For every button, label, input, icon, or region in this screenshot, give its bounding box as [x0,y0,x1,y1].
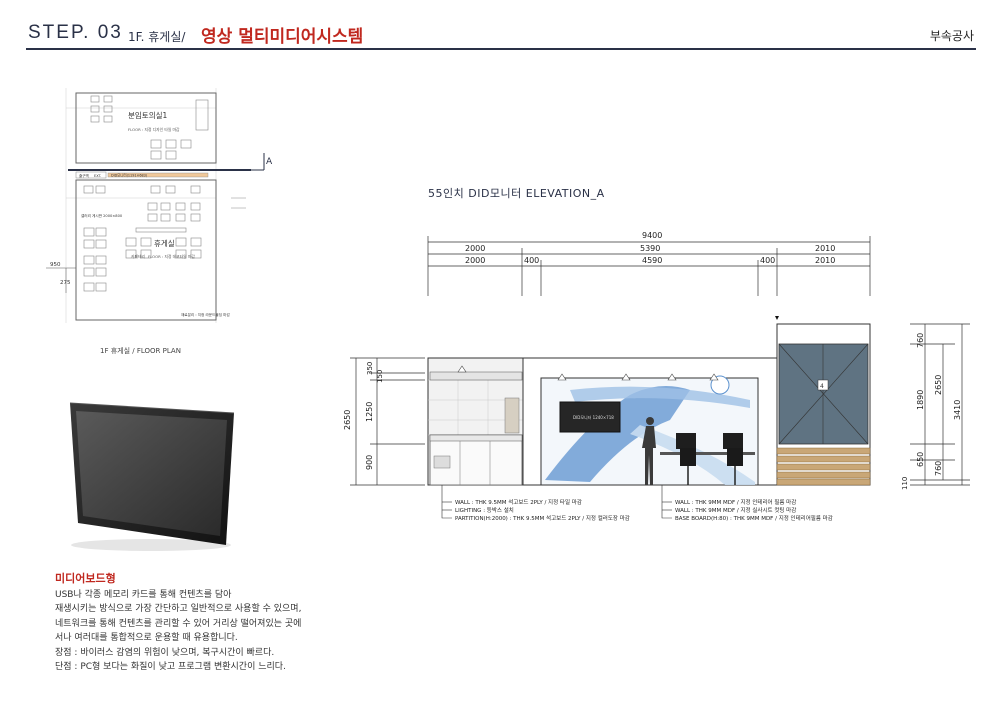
dim-top-2000: 2000 [465,244,485,253]
dim-right-760b: 760 [934,461,943,476]
plan-small-label-1: 출구벽 [79,173,89,178]
dim-left-350: 350 [366,362,374,375]
dim-row3-4590: 4590 [642,256,662,265]
floor-plan-drawing: 분임토의실1 FLOOR : 지정 디자인 타일 마감 A 출구벽 EXT. D… [46,88,273,323]
monitor-product-image [69,402,235,551]
elevation-title: 55인치 DID모니터 ELEVATION_A [428,187,605,200]
plan-left-note: 갤러리 게시판 2000×800 [81,213,123,218]
product-heading: 미디어보드형 [55,572,116,585]
dim-total: 9400 [642,231,662,240]
dim-left-900: 900 [365,455,374,470]
room1-name: 분임토의실1 [128,110,167,120]
dim-right-650: 650 [916,452,925,467]
plan-dim-275: 275 [60,280,71,286]
dim-top-5390: 5390 [640,244,660,253]
note-right-1: WALL : THK 9MM MDF / 지정 인테리어 필름 마감 [675,498,796,506]
dim-right-110: 110 [901,477,909,490]
section-marker: A [266,157,273,167]
dim-top-2010: 2010 [815,244,835,253]
dim-row3-2010: 2010 [815,256,835,265]
plan-dim-950: 950 [50,262,61,268]
plan-bottom-note: 재료분리 : 지정 라운드몰딩 마감 [181,312,230,317]
door-label: 4 [820,383,824,390]
monitor-band-label: DID모니터(1191×683) [111,173,148,178]
note-left-2: LIGHTING : 등박스 설치 [455,506,514,514]
dim-left-total: 2650 [343,410,352,430]
dim-left-150: 150 [376,370,384,383]
dim-right-1890: 1890 [916,390,925,410]
plan-small-label-2: EXT. [94,174,102,178]
room2-name: 휴게실 [154,238,175,248]
elevation-drawing: 9400 2000 5390 2010 2000 400 4590 400 20… [343,231,970,522]
dim-right-2650: 2650 [934,375,943,395]
dim-row3-400b: 400 [760,256,775,265]
room2-note2: FLOOR : 지정 데코타일 마감 [148,254,195,259]
step-label: STEP. 03 [28,22,123,43]
note-left-3: PARTITION(H:2000) : THK 9.5MM 석고보드 2PLY … [455,514,630,522]
dim-right-3410: 3410 [953,400,962,420]
note-left-1: WALL : THK 9.5MM 석고보드 2PLY / 지정 타일 마감 [455,498,582,506]
header-divider [26,48,976,50]
dim-row3-2000: 2000 [465,256,485,265]
product-description: USB나 각종 메모리 카드를 통해 컨텐츠를 담아 재생시키는 방식으로 가장… [55,590,302,673]
room2-note1: 카페테리 [131,254,145,259]
location-label: 1F. 휴게실/ [128,30,186,44]
dim-right-760a: 760 [916,333,925,348]
dim-left-1250: 1250 [365,402,374,422]
note-right-3: BASE BOARD(H:80) : THK 9MM MDF / 지정 인테리어… [675,514,833,522]
note-right-2: WALL : THK 9MM MDF / 지정 실사시트 컷팅 마감 [675,506,796,514]
room1-note: FLOOR : 지정 디자인 타일 마감 [128,127,180,132]
page-title: 영상 멀티미디어시스템 [201,27,364,47]
category-label: 부속공사 [929,29,974,43]
dim-row3-400a: 400 [524,256,539,265]
floor-plan-caption: 1F 휴게실 / FLOOR PLAN [100,347,181,355]
did-screen-label: DID모니터 1240×718 [573,414,614,420]
